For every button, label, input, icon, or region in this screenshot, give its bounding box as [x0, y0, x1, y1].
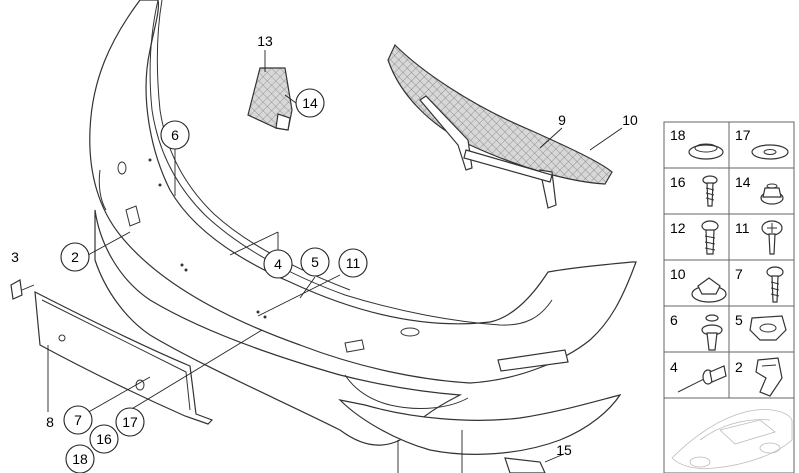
svg-text:14: 14 — [302, 95, 318, 111]
panel-cell-10: 10 — [663, 259, 730, 307]
car-thumbnail — [663, 397, 795, 473]
svg-text:16: 16 — [96, 431, 112, 447]
panel-cell-4: 4 — [663, 351, 730, 399]
license-plate-base — [34, 290, 214, 425]
svg-text:3: 3 — [11, 249, 19, 265]
svg-text:7: 7 — [735, 266, 743, 282]
callout-11: 11 — [338, 248, 368, 278]
expanding-rivet-icon — [701, 314, 723, 351]
callout-2: 2 — [60, 242, 90, 272]
blind-rivet-icon — [677, 365, 727, 393]
svg-text:11: 11 — [735, 220, 750, 236]
svg-text:17: 17 — [122, 414, 138, 430]
svg-text:17: 17 — [735, 127, 751, 143]
svg-text:14: 14 — [735, 174, 751, 190]
screw-icon — [702, 175, 718, 207]
self-tapping-screw-icon — [766, 266, 784, 303]
panel-cell-18: 18 — [663, 121, 730, 169]
svg-text:13: 13 — [257, 33, 273, 49]
svg-text:5: 5 — [311, 254, 319, 270]
svg-text:6: 6 — [171, 127, 179, 143]
panel-cell-5: 5 — [728, 305, 795, 353]
panel-cell-7: 7 — [728, 259, 795, 307]
panel-cell-16: 16 — [663, 167, 730, 215]
svg-text:4: 4 — [274, 256, 282, 272]
callout-18: 18 — [65, 444, 95, 473]
callout-9: 9 — [558, 112, 566, 128]
grommet-icon — [688, 143, 724, 160]
callout-17: 17 — [115, 407, 145, 437]
panel-cell-11: 11 — [728, 213, 795, 261]
callout-5: 5 — [300, 247, 330, 277]
small-parts-panel: 18 17 16 14 — [663, 121, 795, 473]
svg-text:10: 10 — [670, 266, 686, 282]
callout-4: 4 — [263, 249, 293, 279]
screw-icon — [701, 220, 719, 255]
svg-text:10: 10 — [622, 112, 638, 128]
deflector-left — [247, 67, 293, 131]
bumper-cover — [89, 0, 637, 455]
svg-text:18: 18 — [670, 127, 686, 143]
svg-text:16: 16 — [670, 174, 686, 190]
callout-14: 14 — [295, 88, 325, 118]
svg-text:15: 15 — [556, 442, 572, 458]
callout-6: 6 — [160, 120, 190, 150]
callout-16: 16 — [89, 424, 119, 454]
leader-lines — [47, 50, 623, 473]
callout-13: 13 — [257, 33, 273, 49]
callout-8: 8 — [46, 414, 54, 430]
panel-cell-17: 17 — [728, 121, 795, 169]
svg-text:11: 11 — [346, 255, 361, 271]
callout-15: 15 — [556, 442, 572, 458]
small-bracket — [10, 279, 35, 300]
svg-text:2: 2 — [71, 249, 79, 265]
svg-text:4: 4 — [670, 359, 678, 375]
svg-text:9: 9 — [558, 112, 566, 128]
panel-cell-6: 6 — [663, 305, 730, 353]
washer-icon — [751, 144, 789, 160]
mesh-bracket — [387, 43, 613, 209]
callout-7: 7 — [63, 405, 93, 435]
bracket-clip-icon — [755, 357, 783, 397]
svg-text:18: 18 — [72, 451, 88, 467]
svg-text:6: 6 — [670, 312, 678, 328]
svg-text:7: 7 — [74, 412, 82, 428]
panel-cell-14: 14 — [728, 167, 795, 215]
small-bracket-15 — [504, 457, 546, 473]
callout-10: 10 — [622, 112, 638, 128]
svg-text:5: 5 — [735, 312, 743, 328]
panel-cell-12: 12 — [663, 213, 730, 261]
spring-clip-icon — [749, 315, 787, 341]
clip-nut-icon — [691, 277, 727, 303]
panel-cell-2: 2 — [728, 351, 795, 399]
svg-text:8: 8 — [46, 414, 54, 430]
hex-nut-icon — [760, 183, 784, 205]
callout-3: 3 — [11, 249, 19, 265]
svg-text:12: 12 — [670, 220, 686, 236]
svg-text:2: 2 — [735, 359, 743, 375]
flanged-screw-icon — [761, 220, 783, 255]
